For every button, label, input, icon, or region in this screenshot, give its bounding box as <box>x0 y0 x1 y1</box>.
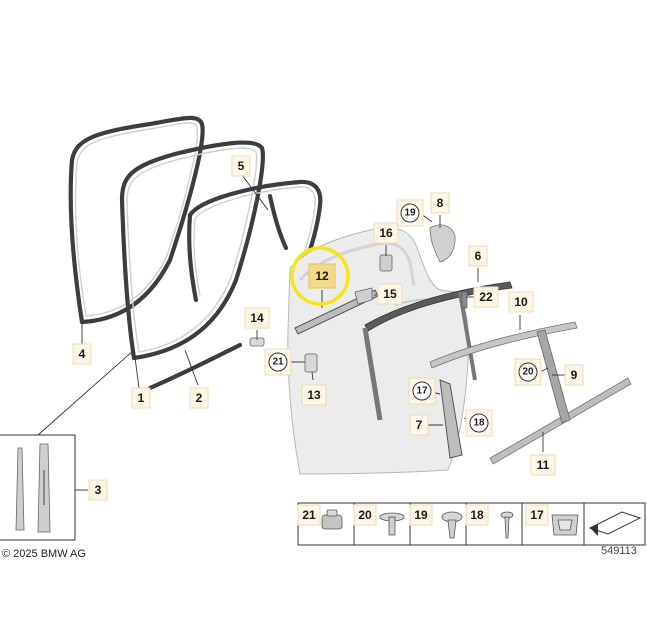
callout-22[interactable]: 22 <box>473 286 499 308</box>
copyright-text: © 2025 BMW AG <box>2 548 86 560</box>
callout-6[interactable]: 6 <box>468 245 488 267</box>
svg-text:3: 3 <box>95 483 102 497</box>
legend-item-20[interactable]: 20 <box>353 504 405 536</box>
svg-text:13: 13 <box>307 388 321 402</box>
door-molding-part-11[interactable] <box>489 377 632 465</box>
svg-text:10: 10 <box>514 295 528 309</box>
fastener-legend: 21 20 19 18 <box>297 502 646 546</box>
legend-item-19[interactable]: 19 <box>409 504 463 539</box>
callout-8[interactable]: 8 <box>430 192 450 214</box>
callout-20[interactable]: 20 <box>514 358 542 386</box>
svg-text:19: 19 <box>404 208 416 219</box>
document-number: 549113 <box>601 545 637 557</box>
svg-text:18: 18 <box>470 508 484 522</box>
callout-5[interactable]: 5 <box>231 155 251 177</box>
callout-21[interactable]: 21 <box>264 348 292 376</box>
svg-text:2: 2 <box>196 391 203 405</box>
callout-16[interactable]: 16 <box>373 222 399 244</box>
svg-text:7: 7 <box>416 418 423 432</box>
callout-19[interactable]: 19 <box>396 199 424 227</box>
highlight-ring <box>290 246 350 306</box>
pillar-strip-part-9[interactable] <box>536 329 571 424</box>
svg-text:14: 14 <box>250 311 264 325</box>
callout-4[interactable]: 4 <box>72 343 92 365</box>
callout-9[interactable]: 9 <box>564 364 584 386</box>
lower-seal-part-2[interactable] <box>147 342 243 391</box>
door-seal-part-1[interactable] <box>119 140 265 361</box>
legend-item-18[interactable]: 18 <box>465 504 514 539</box>
legend-item-21[interactable]: 21 <box>297 504 343 530</box>
svg-text:5: 5 <box>238 159 245 173</box>
svg-text:17: 17 <box>530 508 544 522</box>
callout-10[interactable]: 10 <box>508 291 534 313</box>
callout-11[interactable]: 11 <box>530 454 556 476</box>
callout-7[interactable]: 7 <box>409 414 429 436</box>
leader-lines <box>37 174 565 491</box>
svg-text:15: 15 <box>383 287 397 301</box>
svg-text:19: 19 <box>414 508 428 522</box>
callout-14[interactable]: 14 <box>244 307 270 329</box>
callout-2[interactable]: 2 <box>189 387 209 409</box>
legend-item-17[interactable]: 17 <box>525 504 579 536</box>
svg-text:20: 20 <box>358 508 372 522</box>
svg-text:22: 22 <box>479 290 493 304</box>
pillar-trim-part-7[interactable] <box>439 379 463 459</box>
strip-part-22[interactable] <box>461 291 468 309</box>
svg-text:16: 16 <box>379 226 393 240</box>
callout-13[interactable]: 13 <box>301 384 327 406</box>
callout-17[interactable]: 17 <box>408 377 436 405</box>
svg-text:21: 21 <box>272 357 284 368</box>
bracket-part-8[interactable] <box>429 224 456 263</box>
grommet-icon <box>321 509 343 530</box>
seal-detail-inset-part-3 <box>0 434 76 541</box>
direction-arrow-icon <box>588 511 642 536</box>
svg-text:8: 8 <box>437 196 444 210</box>
svg-text:18: 18 <box>473 418 485 429</box>
svg-text:17: 17 <box>416 386 428 397</box>
self-tapping-screw-icon <box>500 511 514 539</box>
callout-3[interactable]: 3 <box>88 479 108 501</box>
clip-part-13[interactable] <box>304 353 318 373</box>
svg-text:12: 12 <box>315 269 329 283</box>
outer-door-seal-part-4[interactable] <box>68 115 205 325</box>
svg-text:6: 6 <box>475 249 482 263</box>
clip-part-16[interactable] <box>379 254 393 272</box>
svg-text:1: 1 <box>138 391 145 405</box>
callout-18[interactable]: 18 <box>465 409 493 437</box>
callout-1[interactable]: 1 <box>131 387 151 409</box>
svg-text:11: 11 <box>537 458 550 472</box>
svg-text:9: 9 <box>571 368 578 382</box>
expanding-rivet-icon <box>441 511 463 539</box>
svg-text:21: 21 <box>302 508 316 522</box>
screw-washer-icon <box>379 512 405 536</box>
callout-12[interactable]: 12 <box>308 263 336 289</box>
svg-text:20: 20 <box>522 367 534 378</box>
callout-15[interactable]: 15 <box>377 283 403 305</box>
spring-clip-icon <box>551 514 579 536</box>
window-frame-seal-part-5[interactable] <box>187 179 323 303</box>
svg-text:4: 4 <box>79 347 86 361</box>
bracket-part-15[interactable] <box>354 287 373 305</box>
